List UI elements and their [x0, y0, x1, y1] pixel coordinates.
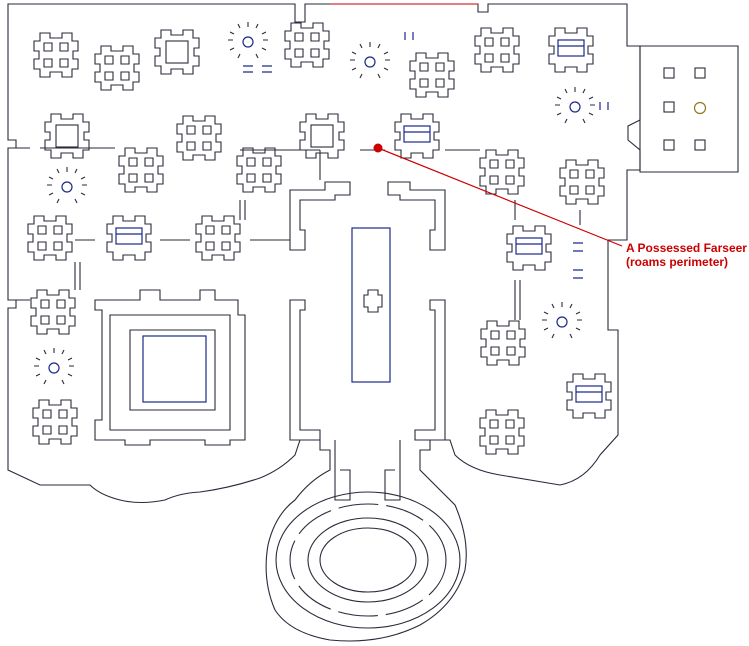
farseer-marker[interactable] [373, 143, 383, 153]
outer-wall [7, 3, 641, 642]
arena [307, 517, 429, 603]
central-altar [351, 227, 391, 383]
east-annex [627, 45, 739, 173]
farseer-label: A Possessed Farseer (roams perimeter) [626, 241, 747, 269]
farseer-label-line2: (roams perimeter) [626, 255, 729, 269]
west-cloister [94, 289, 246, 446]
great-hall [289, 181, 351, 251]
farseer-label-line1: A Possessed Farseer [626, 241, 747, 255]
marker-pointer-line [377, 147, 623, 247]
